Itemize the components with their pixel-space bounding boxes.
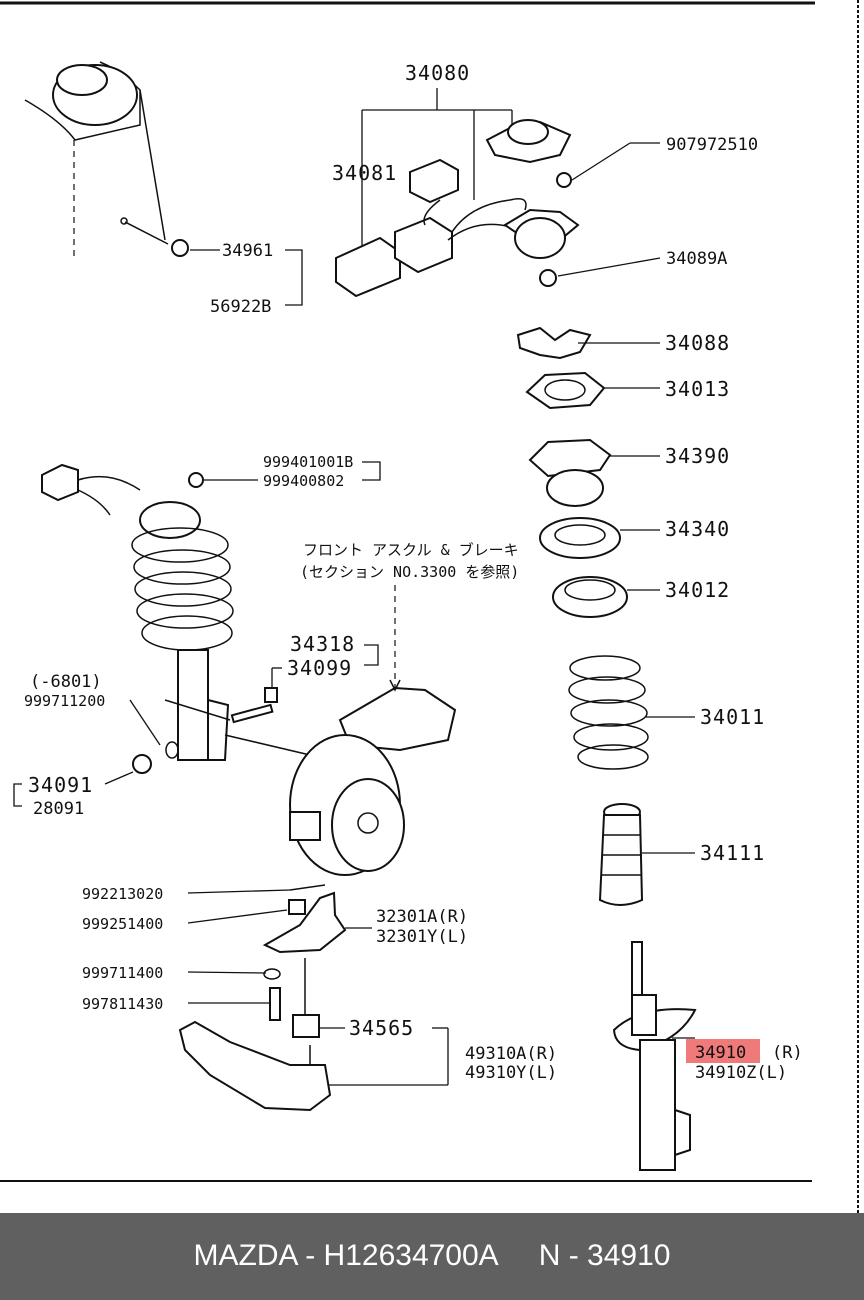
footer-bar: MAZDA - H12634700A N - 34910 (0, 1213, 864, 1300)
callout-32301y: 32301Y(L) (376, 927, 468, 947)
callout-34910-side: (R) (772, 1043, 803, 1063)
assembled-strut-illustration (13, 463, 379, 807)
control-arm-illustration (178, 884, 449, 1112)
footer-part-number: MAZDA - H12634700A N - 34910 (193, 1239, 671, 1272)
callout-34013: 34013 (665, 377, 730, 401)
callout-34565: 34565 (349, 1016, 414, 1040)
callout-34390: 34390 (665, 444, 730, 468)
hub-brake-illustration (289, 585, 457, 876)
callout-34910[interactable]: 34910 (695, 1043, 746, 1063)
callout-34012: 34012 (665, 578, 730, 602)
callout-34091: 34091 (28, 773, 93, 797)
callout-49310a: 49310A(R) (465, 1044, 557, 1064)
callout-34011: 34011 (700, 705, 765, 729)
callout-34910z: 34910Z(L) (695, 1063, 787, 1083)
callout-49310y: 49310Y(L) (465, 1063, 557, 1083)
callout-34081: 34081 (332, 161, 397, 185)
note-line-2: (セクション NO.3300 を参照) (300, 563, 519, 581)
note-line-1: フロント アスクル & ブレーキ (303, 541, 519, 559)
highlight-box (686, 1039, 760, 1063)
callout-997811430: 997811430 (82, 995, 163, 1013)
callout-56922b: 56922B (210, 297, 271, 317)
callout-6801: (-6801) (30, 672, 102, 692)
callout-999401001b: 999401001B (263, 453, 353, 471)
callout-34088: 34088 (665, 331, 730, 355)
callout-999400802: 999400802 (263, 472, 344, 490)
callout-34089a: 34089A (666, 249, 727, 269)
callout-34099: 34099 (287, 656, 352, 680)
callout-999251400: 999251400 (82, 915, 163, 933)
callout-34961: 34961 (222, 241, 273, 261)
callout-34080: 34080 (405, 61, 470, 85)
strut-harness-illustration (335, 88, 661, 298)
callout-34111: 34111 (700, 841, 765, 865)
callout-992213020: 992213020 (82, 885, 163, 903)
callout-28091: 28091 (33, 799, 84, 819)
callout-999711200: 999711200 (24, 692, 105, 710)
callout-34340: 34340 (665, 517, 730, 541)
callout-999711400: 999711400 (82, 964, 163, 982)
callout-907972510: 907972510 (666, 135, 758, 155)
body-mount-illustration (24, 61, 303, 306)
diagram-canvas: 34080 34081 907972510 34089A 34088 34013… (0, 0, 859, 1213)
exploded-column (516, 326, 697, 1171)
callout-32301a: 32301A(R) (376, 907, 468, 927)
callout-34318: 34318 (290, 632, 355, 656)
